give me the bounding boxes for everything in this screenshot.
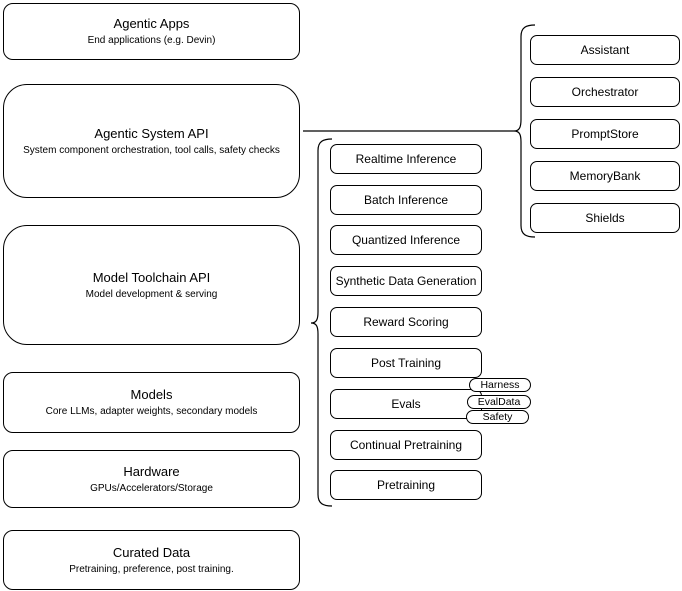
node-title: Hardware bbox=[123, 463, 180, 479]
node-orchestrator: Orchestrator bbox=[530, 77, 680, 107]
node-promptstore: PromptStore bbox=[530, 119, 680, 149]
node-title: Curated Data bbox=[112, 544, 191, 560]
node-title: Model Toolchain API bbox=[92, 269, 211, 285]
node-title: Agentic Apps bbox=[113, 16, 190, 31]
node-evals: Evals bbox=[330, 389, 482, 419]
node-subtitle: Core LLMs, adapter weights, secondary mo… bbox=[45, 406, 258, 417]
node-models: Models Core LLMs, adapter weights, secon… bbox=[3, 372, 300, 433]
toolchain-brace bbox=[310, 138, 333, 507]
node-subtitle: End applications (e.g. Devin) bbox=[87, 35, 216, 46]
node-batch-inference: Batch Inference bbox=[330, 185, 482, 215]
node-synthetic-data-generation: Synthetic Data Generation bbox=[330, 266, 482, 296]
node-reward-scoring: Reward Scoring bbox=[330, 307, 482, 337]
pill-harness: Harness bbox=[469, 378, 531, 392]
node-pretraining: Pretraining bbox=[330, 470, 482, 500]
node-curated-data: Curated Data Pretraining, preference, po… bbox=[3, 530, 300, 590]
node-subtitle: GPUs/Accelerators/Storage bbox=[90, 482, 213, 494]
node-assistant: Assistant bbox=[530, 35, 680, 65]
node-subtitle: Model development & serving bbox=[85, 288, 218, 300]
node-agentic-system-api: Agentic System API System component orch… bbox=[3, 84, 300, 198]
node-memorybank: MemoryBank bbox=[530, 161, 680, 191]
pill-evaldata: EvalData bbox=[467, 395, 531, 409]
node-subtitle: Pretraining, preference, post training. bbox=[69, 563, 234, 575]
node-realtime-inference: Realtime Inference bbox=[330, 144, 482, 174]
node-title: Agentic System API bbox=[94, 125, 209, 141]
node-title: Models bbox=[130, 387, 173, 402]
node-post-training: Post Training bbox=[330, 348, 482, 378]
node-subtitle: System component orchestration, tool cal… bbox=[23, 144, 280, 156]
node-agentic-apps: Agentic Apps End applications (e.g. Devi… bbox=[3, 3, 300, 60]
pill-safety: Safety bbox=[466, 410, 529, 424]
node-quantized-inference: Quantized Inference bbox=[330, 225, 482, 255]
node-continual-pretraining: Continual Pretraining bbox=[330, 430, 482, 460]
node-model-toolchain-api: Model Toolchain API Model development & … bbox=[3, 225, 300, 345]
node-shields: Shields bbox=[530, 203, 680, 233]
node-hardware: Hardware GPUs/Accelerators/Storage bbox=[3, 450, 300, 508]
components-brace bbox=[513, 24, 536, 238]
